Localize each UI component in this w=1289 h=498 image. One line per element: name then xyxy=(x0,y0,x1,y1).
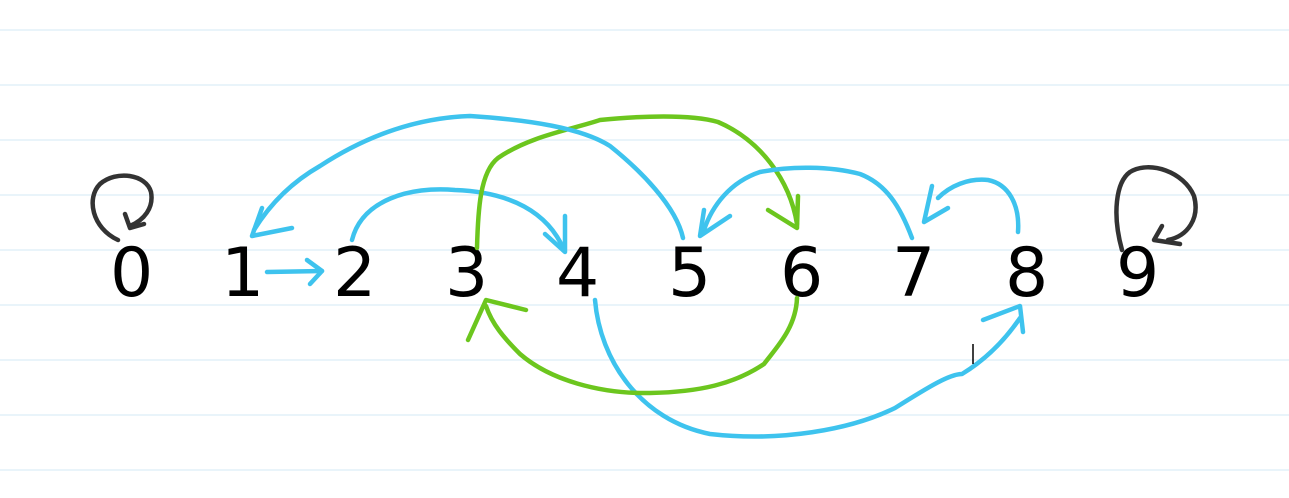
edge-4-to-8 xyxy=(592,297,1023,439)
edge-6-to-3-arrowhead xyxy=(465,297,529,343)
node-labels: 0 1 2 3 4 5 6 7 8 9 xyxy=(110,234,1159,313)
node-0: 0 xyxy=(110,234,153,313)
edge-3-to-6-arrowhead xyxy=(765,193,801,231)
edge-2-to-4-arrowhead xyxy=(542,213,568,255)
edge-9-to-9-arrowhead xyxy=(1151,223,1183,247)
node-8: 8 xyxy=(1005,234,1048,313)
edge-4-to-8-arrowhead xyxy=(980,303,1026,335)
edge-6-to-3 xyxy=(483,295,800,396)
node-2: 2 xyxy=(333,234,376,313)
edge-2-to-4 xyxy=(349,187,567,253)
edge-7-to-5 xyxy=(701,165,915,241)
mapping-arrows xyxy=(90,113,1198,439)
node-6: 6 xyxy=(780,234,823,313)
edge-5-to-1-arrowhead xyxy=(249,205,295,239)
node-1: 1 xyxy=(221,234,264,313)
edge-8-to-7 xyxy=(935,177,1021,235)
edge-0-to-0 xyxy=(90,173,154,243)
edge-7-to-5-arrowhead xyxy=(697,207,733,239)
edge-8-to-7-arrowhead xyxy=(921,183,951,225)
edge-1-to-2-arrowhead xyxy=(304,257,325,287)
node-3: 3 xyxy=(445,234,488,313)
node-5: 5 xyxy=(668,234,711,313)
edge-3-to-6 xyxy=(474,114,800,251)
edge-0-to-0-arrowhead xyxy=(122,211,147,231)
edge-9-to-9 xyxy=(1114,165,1198,253)
node-7: 7 xyxy=(892,234,935,313)
ruled-lines xyxy=(0,29,1289,471)
edge-5-to-1 xyxy=(251,113,686,241)
edge-1-to-2 xyxy=(264,268,325,275)
